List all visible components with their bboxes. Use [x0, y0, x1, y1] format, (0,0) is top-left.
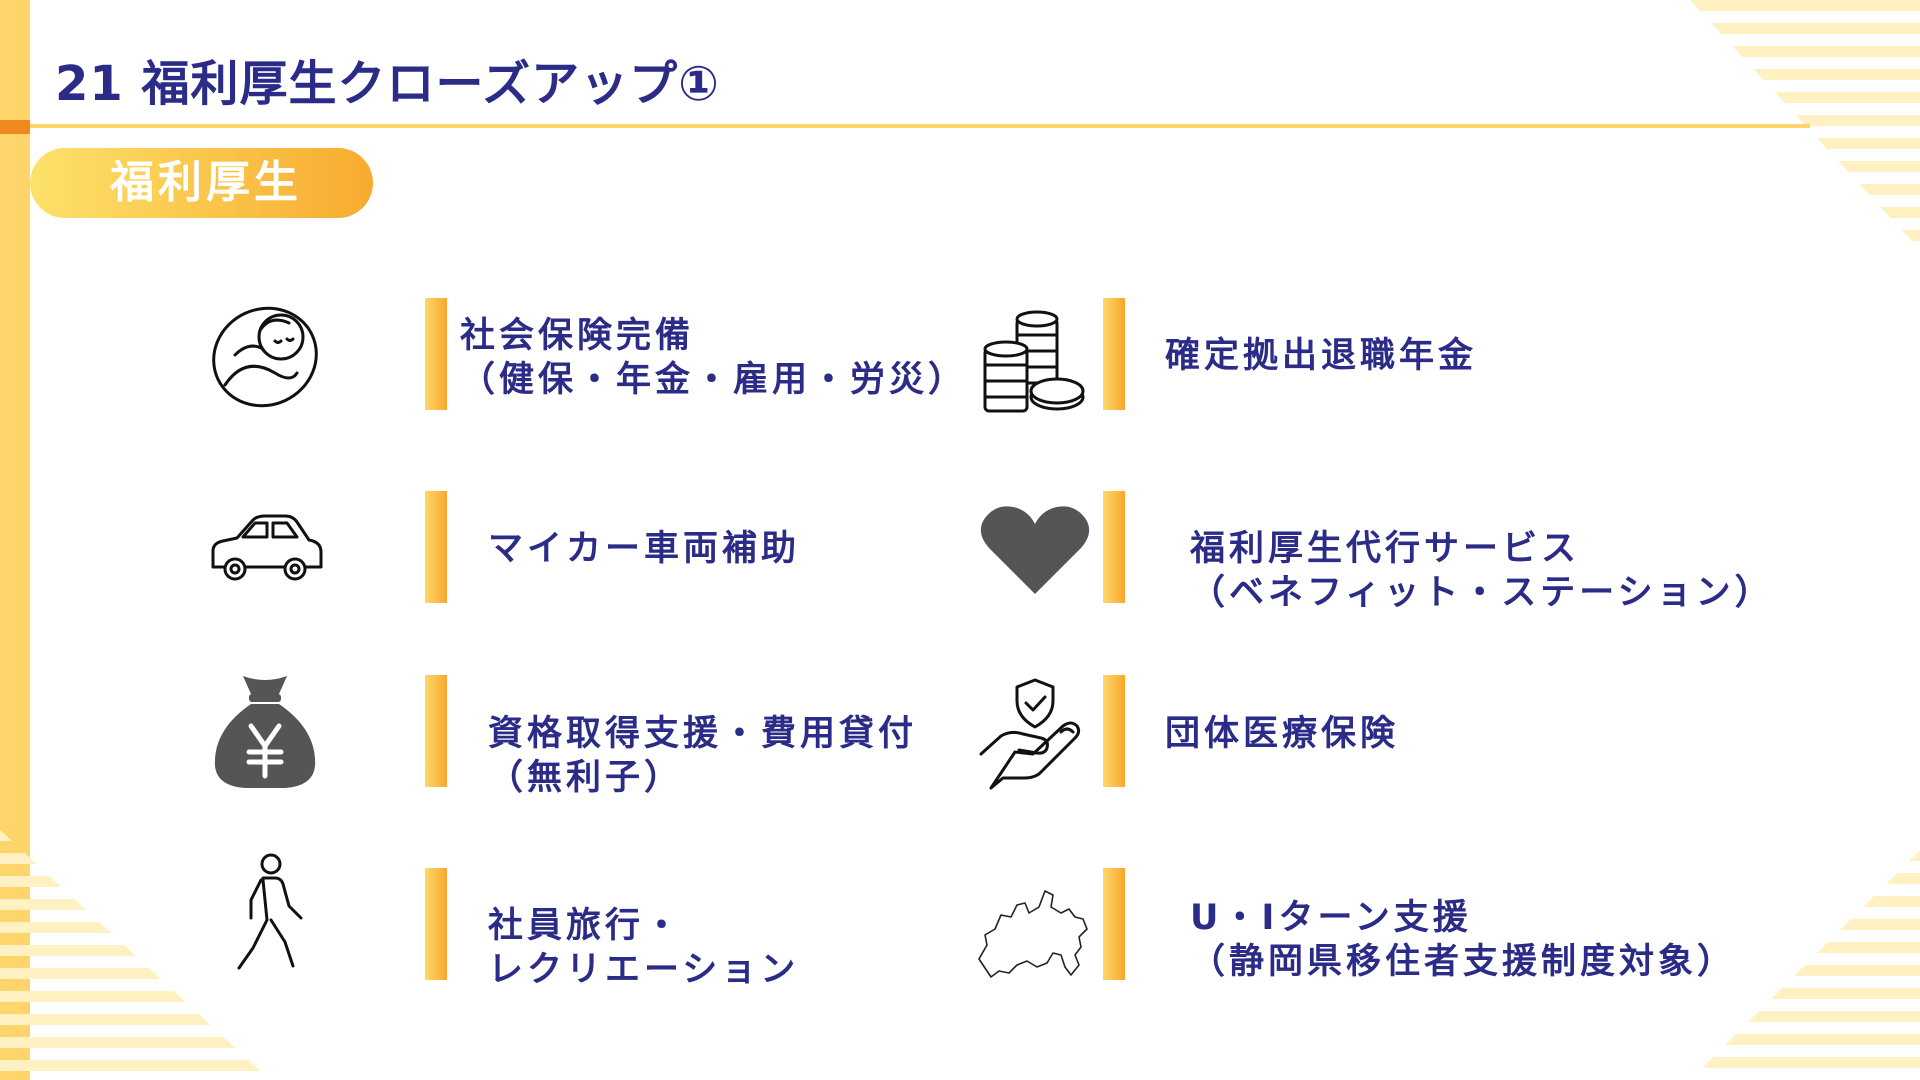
benefit-label-benefit-station: 福利厚生代行サービス （ベネフィット・ステーション） [1190, 529, 1774, 613]
accent-bar [425, 868, 447, 980]
accent-bar [1103, 298, 1125, 410]
benefit-label-qualification-support: 資格取得支援・費用貸付 （無利子） [488, 714, 918, 798]
shizuoka-map-icon [975, 867, 1095, 987]
car-icon [205, 487, 325, 607]
slide-title: 21 福利厚生クローズアップ① [55, 56, 720, 112]
accent-bar [425, 491, 447, 603]
hand-shield-icon [975, 672, 1095, 792]
benefit-label-car-subsidy: マイカー車両補助 [488, 529, 801, 569]
left-decor-mark [0, 120, 30, 134]
section-label: 福利厚生 [30, 148, 373, 218]
walking-person-icon [205, 852, 325, 972]
benefit-label-company-trip: 社員旅行・ レクリエーション [488, 906, 800, 990]
accent-bar [1103, 868, 1125, 980]
title-underline [30, 124, 1810, 128]
heart-icon [975, 490, 1095, 610]
accent-bar [1103, 675, 1125, 787]
benefit-label-ui-turn-support: U・Iターン支援 （静岡県移住者支援制度対象） [1190, 898, 1737, 982]
baby-icon [205, 295, 325, 415]
coins-icon [975, 305, 1095, 425]
accent-bar [1103, 491, 1125, 603]
accent-bar [425, 298, 447, 410]
benefit-label-group-medical: 団体医療保険 [1165, 714, 1400, 754]
benefit-label-social-insurance: 社会保険完備 （健保・年金・雇用・労災） [460, 316, 968, 400]
accent-bar [425, 675, 447, 787]
benefit-label-pension: 確定拠出退職年金 [1165, 336, 1478, 376]
yen-bag-icon [205, 672, 325, 792]
